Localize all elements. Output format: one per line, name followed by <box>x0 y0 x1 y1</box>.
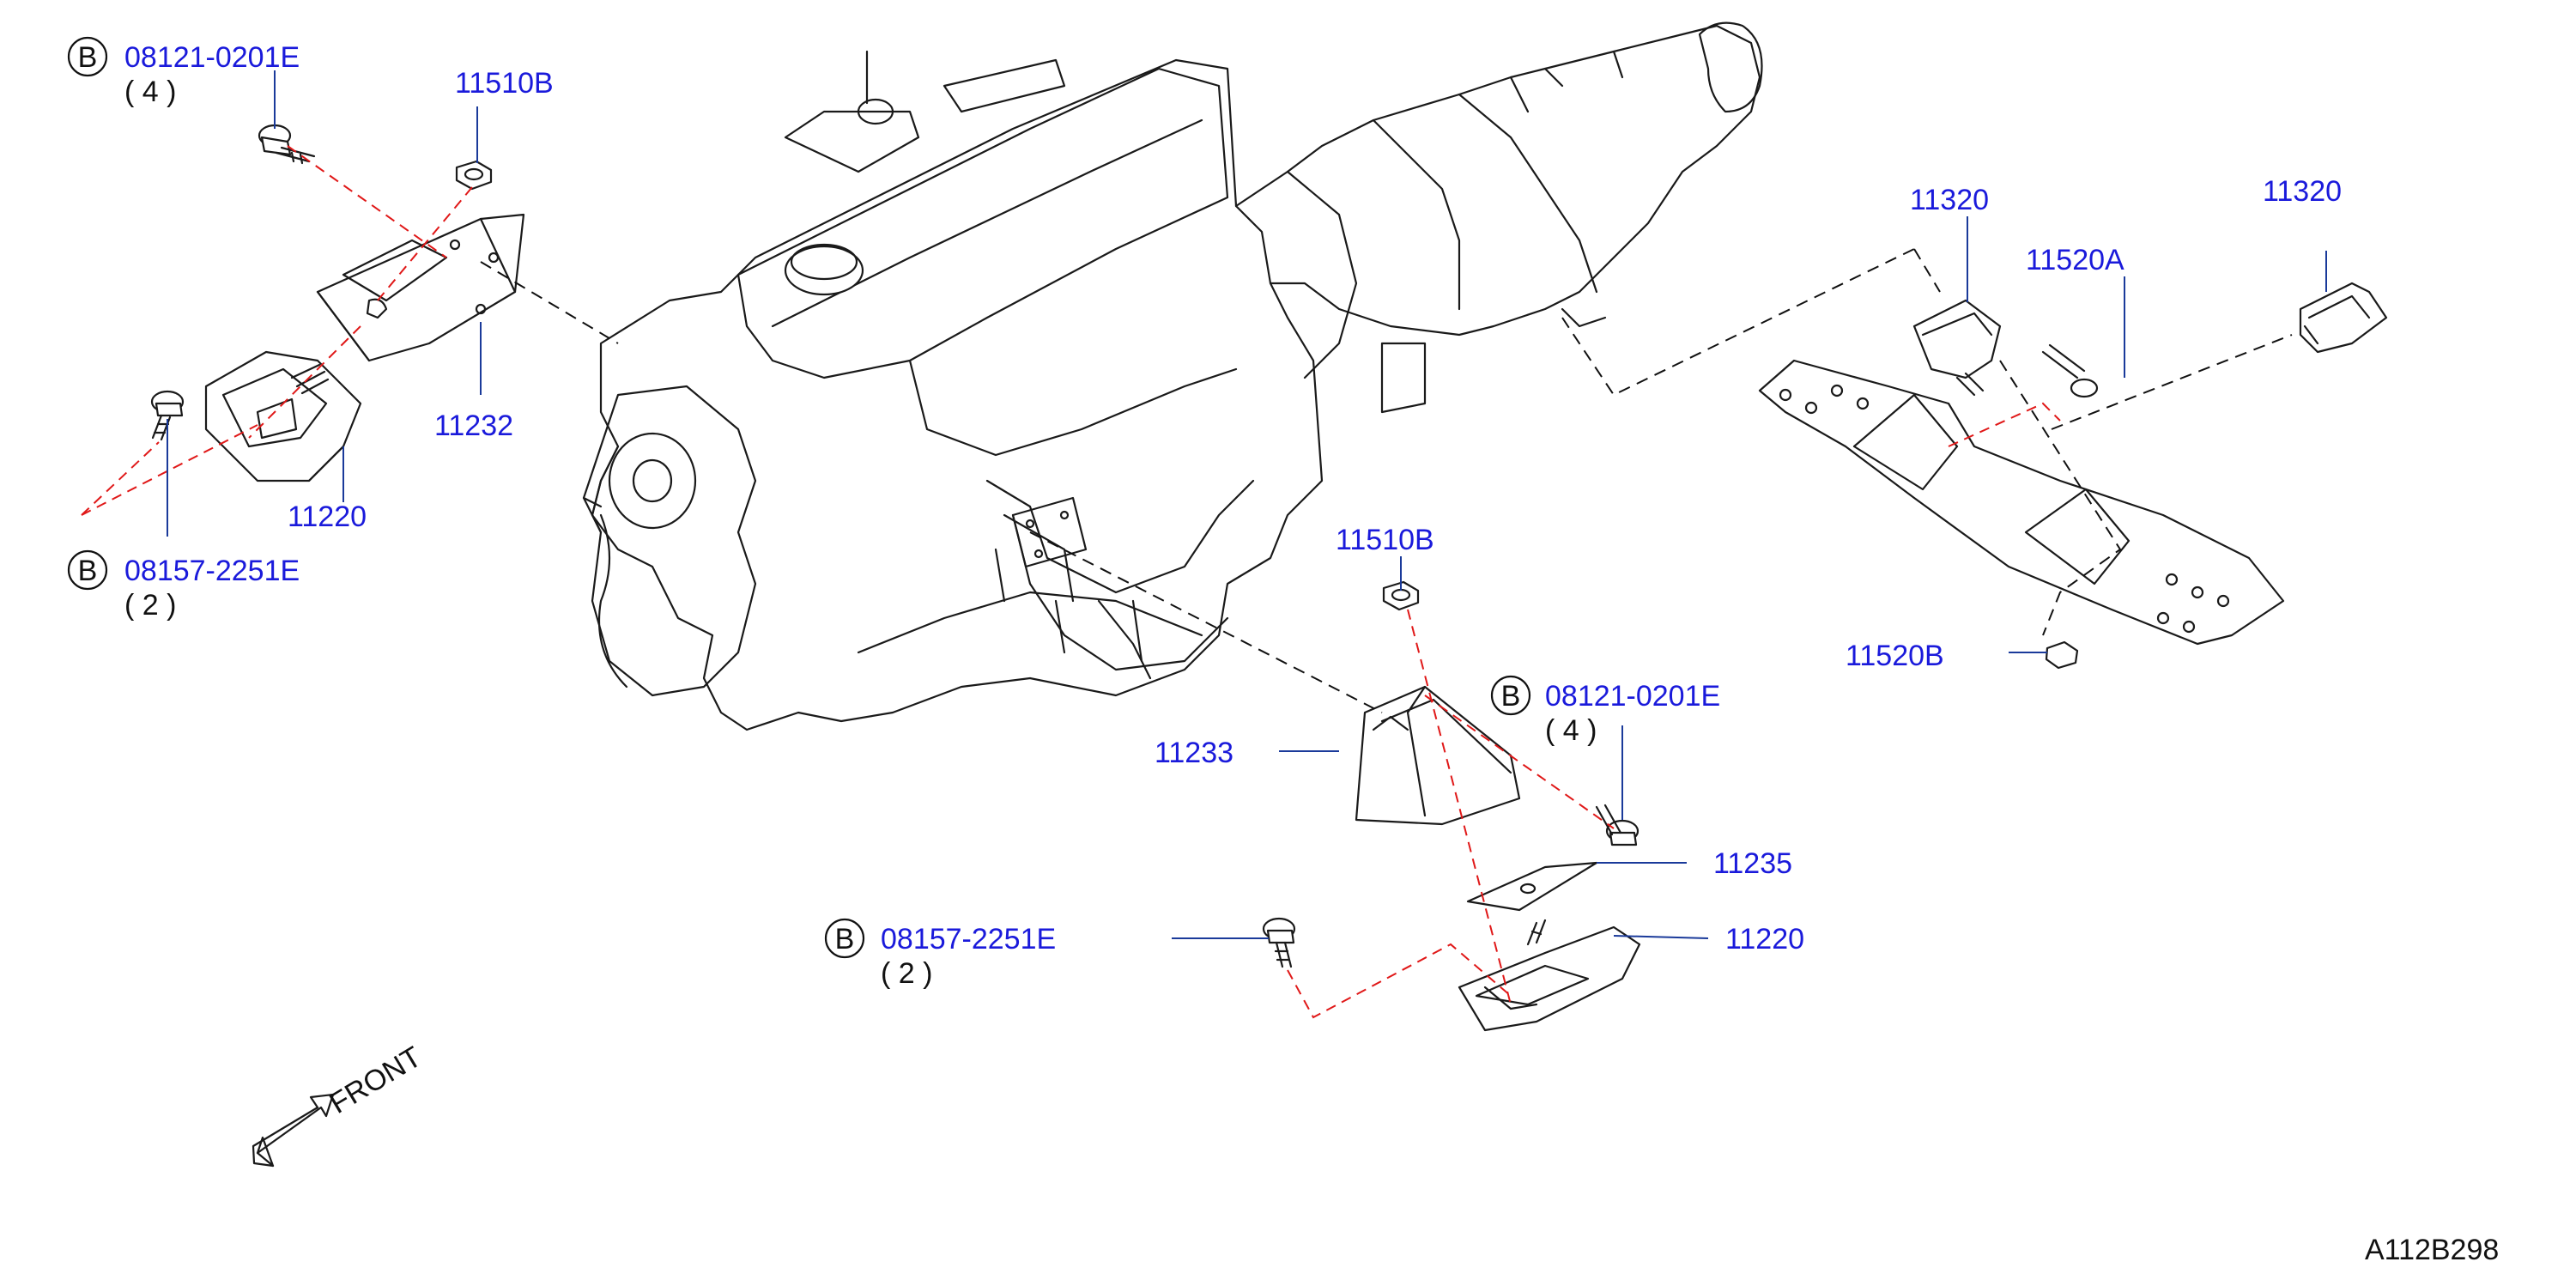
engine-mount-bracket-icon[interactable] <box>316 213 525 362</box>
badge-b-tl-stud: B <box>67 549 108 591</box>
rear-insulator-icon[interactable] <box>2299 282 2388 354</box>
badge-letter: B <box>1501 680 1521 713</box>
mount-plate-icon[interactable] <box>1466 861 1598 912</box>
callout-c-bracket[interactable]: 11233 <box>1155 737 1233 769</box>
engine-transmission-assembly <box>582 21 1763 731</box>
badge-b-c-stud: B <box>824 918 865 959</box>
callout-rear-insulator-a[interactable]: 11320 <box>1910 184 1989 216</box>
callout-tl-bracket[interactable]: 11232 <box>434 410 513 442</box>
hex-nut-icon[interactable] <box>455 160 493 191</box>
callout-c-plate[interactable]: 11235 <box>1713 847 1792 880</box>
front-direction-arrow-icon <box>252 1093 335 1168</box>
callout-c-bolt-qty: ( 4 ) <box>1545 714 1597 747</box>
flange-bolt-icon[interactable] <box>258 124 316 165</box>
callout-tl-bolt-qty: ( 4 ) <box>124 76 176 108</box>
crossmember-icon[interactable] <box>1758 359 2285 646</box>
badge-b-tl-bolt: B <box>67 36 108 77</box>
rear-insulator-icon[interactable] <box>1912 299 2002 397</box>
badge-letter: B <box>835 923 855 956</box>
callout-tl-nut[interactable]: 11510B <box>455 67 554 100</box>
engine-mount-insulator-icon[interactable] <box>1458 919 1641 1032</box>
badge-b-c-bolt: B <box>1490 675 1531 716</box>
callout-c-bolt-code[interactable]: 08121-0201E <box>1545 680 1720 713</box>
flange-bolt-icon[interactable] <box>1595 804 1640 846</box>
engine-mount-bracket-icon[interactable] <box>1355 685 1521 826</box>
leader-lines <box>167 70 2327 939</box>
badge-letter: B <box>78 555 98 587</box>
callout-c-nut[interactable]: 11510B <box>1336 524 1434 556</box>
badge-letter: B <box>78 41 98 74</box>
diagram-reference-code: A112B298 <box>2365 1234 2499 1266</box>
stud-bolt-icon[interactable] <box>150 390 185 441</box>
callout-rear-bolt[interactable]: 11520A <box>2026 244 2124 276</box>
callout-rear-nut[interactable]: 11520B <box>1846 640 1944 672</box>
front-left-mount-group <box>81 124 619 516</box>
hex-nut-icon[interactable] <box>1382 580 1420 611</box>
bolt-icon[interactable] <box>2041 343 2099 398</box>
callout-tl-bolt-code[interactable]: 08121-0201E <box>124 41 300 74</box>
hex-nut-icon[interactable] <box>2045 640 2079 670</box>
front-right-mount-group <box>1029 531 1641 1032</box>
front-label: FRONT <box>324 1040 427 1120</box>
stud-bolt-icon[interactable] <box>1262 917 1296 968</box>
callout-c-insulator[interactable]: 11220 <box>1725 923 1804 956</box>
callout-c-stud-qty: ( 2 ) <box>881 957 932 990</box>
callout-c-stud-code[interactable]: 08157-2251E <box>881 923 1056 956</box>
rear-mount-group <box>1561 248 2388 670</box>
callout-tl-stud-qty: ( 2 ) <box>124 589 176 622</box>
engine-mount-insulator-icon[interactable] <box>204 350 362 482</box>
callout-tl-stud-code[interactable]: 08157-2251E <box>124 555 300 587</box>
callout-tl-insulator[interactable]: 11220 <box>288 500 367 533</box>
callout-rear-insulator-b[interactable]: 11320 <box>2263 175 2342 208</box>
